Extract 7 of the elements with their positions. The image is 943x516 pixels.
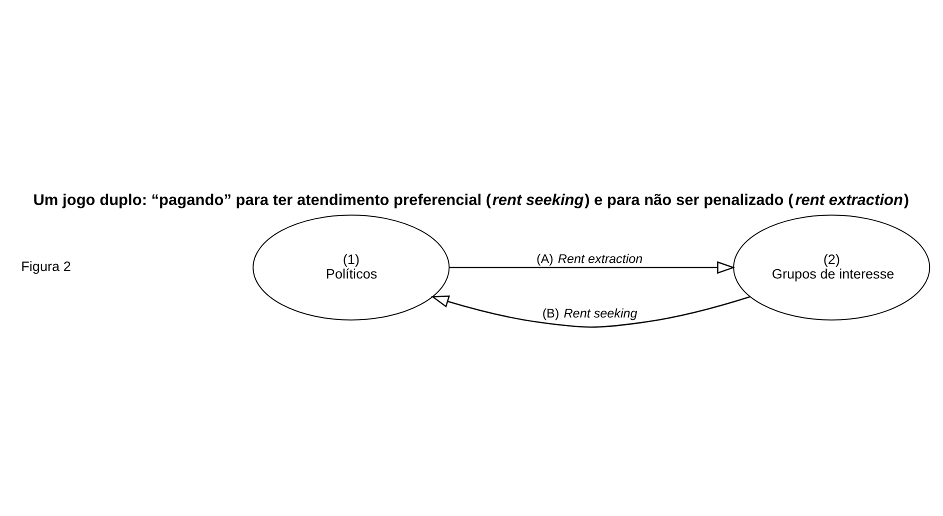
arrow bbox=[449, 260, 736, 274]
edge-label: (B) Rent seeking bbox=[542, 306, 638, 320]
diagram-title: Um jogo duplo: “pagando” para ter atendimento preferencial (rent seeking) e para não ser penalizado (rent extraction) bbox=[33, 192, 910, 209]
node-ellipse: (2) Grupos de interesse bbox=[733, 214, 930, 320]
edge-label: (A) Rent extraction bbox=[536, 252, 643, 266]
arrow bbox=[430, 294, 750, 328]
label: Figura 2 bbox=[21, 258, 71, 274]
